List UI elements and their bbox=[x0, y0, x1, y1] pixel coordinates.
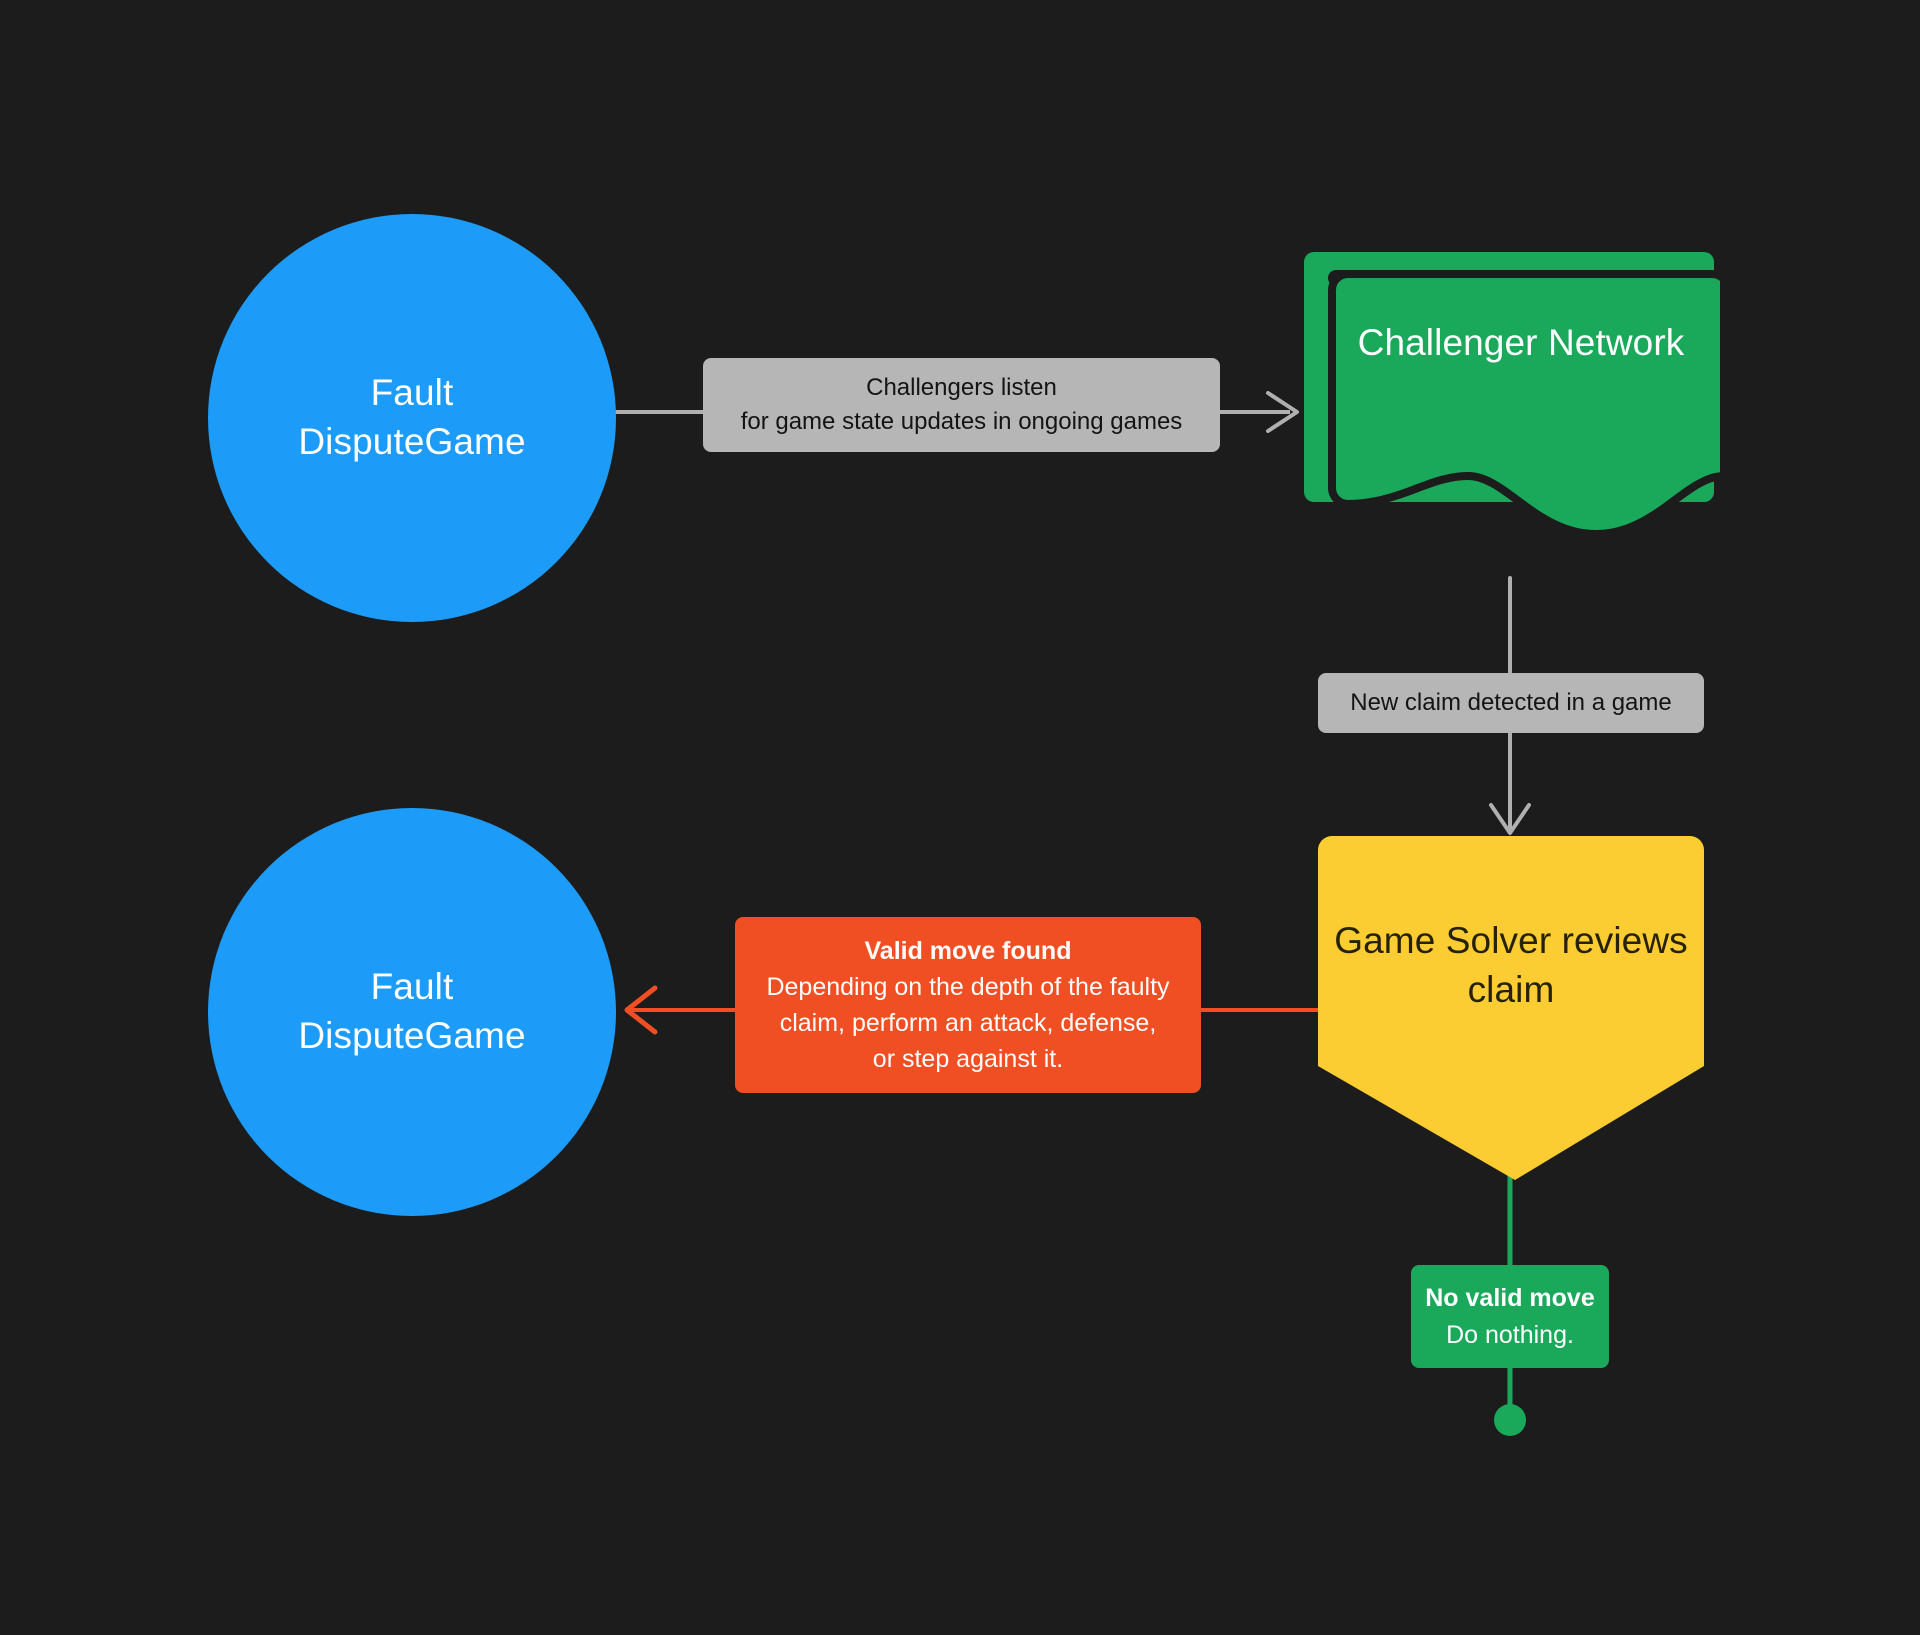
edge-label-line: claim, perform an attack, defense, bbox=[779, 1009, 1157, 1037]
node-challenger-network[interactable]: Challenger Network bbox=[1300, 240, 1720, 570]
edge-label-title: No valid move bbox=[1425, 1284, 1595, 1312]
node-label-line: Fault bbox=[370, 372, 454, 414]
edge-label-line: New claim detected in a game bbox=[1350, 689, 1672, 716]
arrowhead-icon bbox=[1266, 391, 1299, 433]
node-label-line: DisputeGame bbox=[298, 421, 526, 462]
edge-label-line: Challengers listen bbox=[866, 374, 1057, 401]
edge-label-new-claim: New claim detected in a game bbox=[1318, 673, 1704, 734]
stacked-documents-icon bbox=[1304, 252, 1720, 538]
edge-label-line: or step against it. bbox=[872, 1045, 1064, 1073]
node-label-line: DisputeGame bbox=[298, 1015, 526, 1056]
arrowhead-icon bbox=[1489, 803, 1531, 835]
node-label-line: Fault bbox=[370, 966, 454, 1008]
edge-label-line: Do nothing. bbox=[1446, 1320, 1574, 1349]
node-label-line: Network bbox=[1547, 322, 1685, 363]
edge-label-line: for game state updates in ongoing games bbox=[740, 408, 1183, 436]
node-label-line: Game Solver bbox=[1334, 920, 1552, 961]
pennant-shape-icon bbox=[1318, 836, 1704, 1180]
terminal-dot-icon bbox=[1494, 1404, 1526, 1436]
edge-label-line: Depending on the depth of the faulty bbox=[766, 973, 1170, 1001]
node-game-solver[interactable]: Game Solver reviews claim bbox=[1318, 836, 1704, 1180]
edge-label-title: Valid move found bbox=[864, 937, 1072, 965]
node-caption: Game Solver reviews claim bbox=[1318, 916, 1704, 1014]
edge-label-valid-move: Valid move found Depending on the depth … bbox=[735, 917, 1201, 1093]
node-fault-dispute-game-bottom[interactable]: Fault DisputeGame bbox=[208, 808, 616, 1216]
edge-label-listen: Challengers listen for game state update… bbox=[703, 358, 1220, 453]
edge-label-no-valid-move: No valid move Do nothing. bbox=[1411, 1265, 1609, 1368]
arrowhead-icon bbox=[624, 985, 658, 1035]
node-label-line: reviews claim bbox=[1467, 920, 1688, 1011]
node-label-line: Challenger bbox=[1357, 322, 1538, 363]
node-caption: Challenger Network bbox=[1300, 318, 1720, 367]
node-fault-dispute-game-top[interactable]: Fault DisputeGame bbox=[208, 214, 616, 622]
